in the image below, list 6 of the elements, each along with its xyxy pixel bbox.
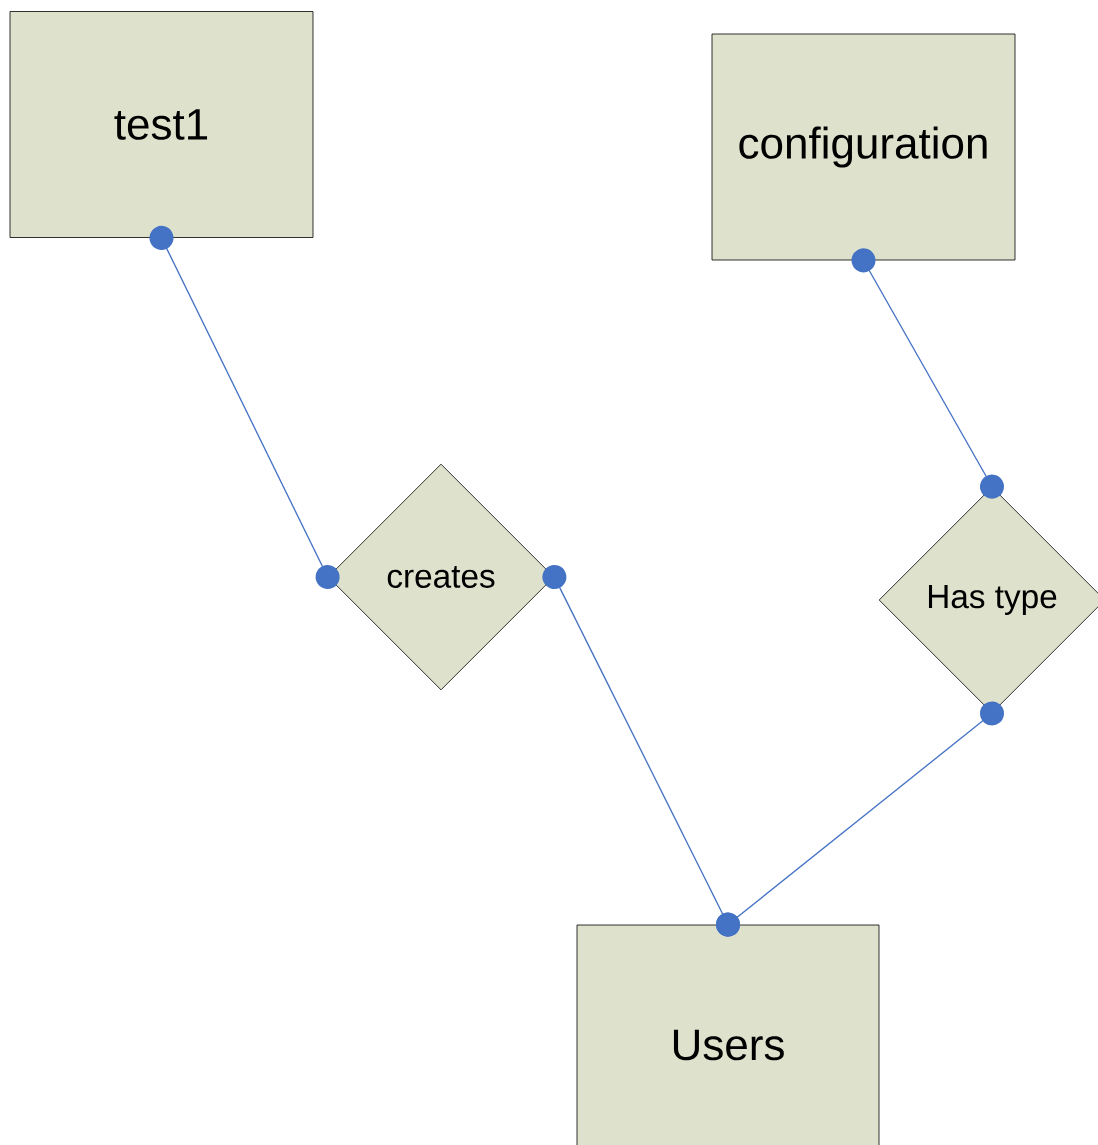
connector <box>716 701 1004 937</box>
entity-box: configuration <box>711 33 1016 261</box>
entity-box: Users <box>576 924 880 1145</box>
connector <box>149 225 340 589</box>
entity-box: test1 <box>9 11 314 238</box>
connector <box>851 248 1004 499</box>
